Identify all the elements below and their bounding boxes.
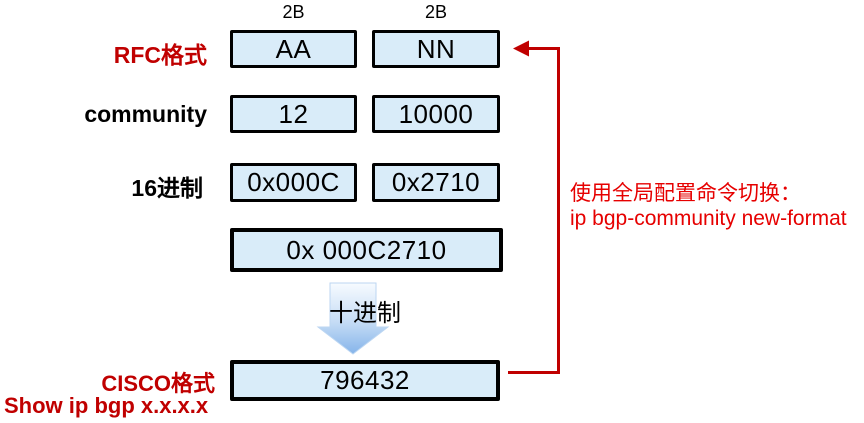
- switch-command-annotation: 使用全局配置命令切换： ip bgp-community new-format: [570, 181, 847, 231]
- cisco-decimal-box: 796432: [230, 360, 500, 401]
- rfc-aa-box: AA: [230, 30, 357, 68]
- hex-as-box: 0x000C: [230, 163, 357, 202]
- community-row-label: community: [84, 101, 207, 127]
- cisco-format-label: CISCO格式: [101, 371, 215, 396]
- hex-row-label: 16进制: [131, 175, 203, 201]
- hex-combined-box: 0x 000C2710: [230, 228, 503, 272]
- hex-value-box: 0x2710: [372, 163, 500, 202]
- rfc-format-label: RFC格式: [113, 42, 207, 68]
- switch-command-annotation-line1: 使用全局配置命令切换：: [570, 182, 801, 205]
- cisco-show-command-label: Show ip bgp x.x.x.x: [4, 393, 209, 418]
- switch-command-annotation-line2: ip bgp-community new-format: [570, 207, 847, 230]
- rfc-nn-box: NN: [372, 30, 500, 68]
- byte-width-label-left: 2B: [282, 2, 305, 22]
- byte-width-label-right: 2B: [424, 2, 448, 22]
- community-as-box: 12: [230, 95, 357, 133]
- decimal-arrow-label: 十进制: [329, 300, 401, 327]
- community-value-box: 10000: [372, 95, 500, 133]
- down-arrow-icon: [316, 282, 390, 355]
